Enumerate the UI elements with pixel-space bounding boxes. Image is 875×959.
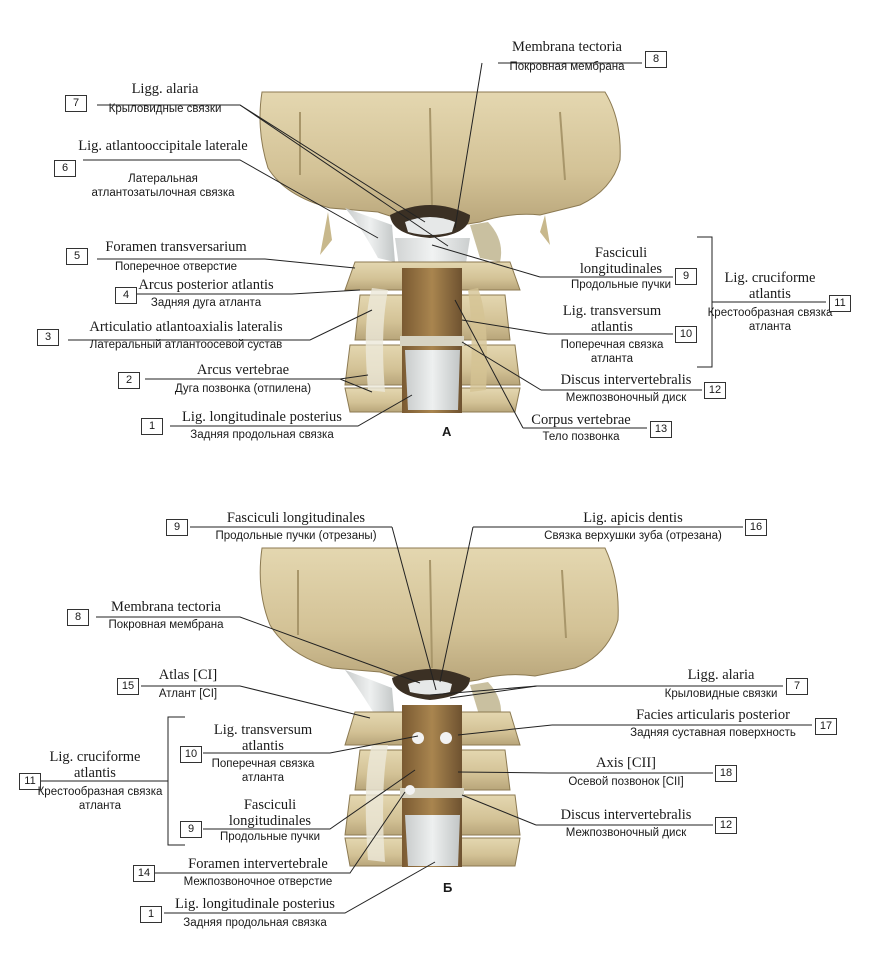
label-ligg-alaria-a-ru: Крыловидные связки [108, 103, 222, 115]
callout-number: 14 [133, 865, 155, 882]
label-membrana-tectoria-a: Membrana tectoria [512, 39, 622, 55]
callout-number: 11 [829, 295, 851, 312]
skull-base-b [259, 547, 619, 700]
label-discus-intervertebralis-a-ru: Межпозвоночный диск [565, 392, 687, 404]
label-foramen-intervertebrale-ru: Межпозвоночное отверстие [183, 876, 333, 888]
label-lig-apicis-dentis-ru: Связка верхушки зуба (отрезана) [544, 530, 722, 542]
label-lig-longitudinale-posterius-b-ru: Задняя продольная связка [183, 917, 327, 929]
callout-number: 18 [715, 765, 737, 782]
label-lig-cruciforme-atlantis-b-ru: Крестообразная связка атланта [37, 786, 163, 812]
panel-letter-b: Б [443, 880, 453, 895]
callout-number: 6 [54, 160, 76, 177]
callout-number: 17 [815, 718, 837, 735]
label-lig-longitudinale-posterius-b: Lig. longitudinale posterius [175, 896, 335, 912]
label-membrana-tectoria-b: Membrana tectoria [111, 599, 221, 615]
label-foramen-intervertebrale: Foramen intervertebrale [188, 856, 328, 872]
leader-lines-b [40, 526, 812, 914]
label-lig-longitudinale-posterius-a: Lig. longitudinale posterius [182, 409, 342, 425]
callout-number: 11 [19, 773, 41, 790]
callout-number: 7 [786, 678, 808, 695]
label-lig-cruciforme-atlantis-b: Lig. cruciforme atlantis [49, 749, 141, 781]
callout-number: 9 [166, 519, 188, 536]
label-arcus-vertebrae-ru: Дуга позвонка (отпилена) [174, 383, 312, 395]
label-foramen-transversarium: Foramen transversarium [105, 239, 247, 255]
callout-number: 8 [67, 609, 89, 626]
label-ligg-alaria-a: Ligg. alaria [131, 81, 199, 97]
callout-number: 2 [118, 372, 140, 389]
label-atlas: Atlas [CI] [158, 667, 218, 683]
label-lig-atlantooccipitale-laterale-ru: Латеральная атлантозатылочная связка [91, 173, 235, 199]
callout-number: 15 [117, 678, 139, 695]
label-lig-cruciforme-atlantis-a: Lig. cruciforme atlantis [724, 270, 816, 302]
label-arcus-posterior-atlantis-ru: Задняя дуга атланта [150, 297, 262, 309]
label-facies-articularis-posterior: Facies articularis posterior [636, 707, 790, 723]
label-fasciculi-longitudinales-a-ru: Продольные пучки [571, 279, 671, 291]
callout-number: 9 [675, 268, 697, 285]
label-corpus-vertebrae-ru: Тело позвонка [542, 431, 620, 443]
callout-number: 1 [140, 906, 162, 923]
callout-number: 3 [37, 329, 59, 346]
label-lig-transversum-atlantis-a: Lig. transversum atlantis [562, 303, 662, 335]
label-lig-longitudinale-posterius-a-ru: Задняя продольная связка [190, 429, 334, 441]
label-fasciculi-longitudinales-b-top: Fasciculi longitudinales [226, 510, 366, 526]
callout-number: 10 [675, 326, 697, 343]
callout-number: 1 [141, 418, 163, 435]
label-lig-transversum-atlantis-b-ru: Поперечная связка атланта [211, 758, 315, 784]
label-fasciculi-longitudinales-a: Fasciculi longitudinales [579, 245, 663, 277]
callout-number: 10 [180, 746, 202, 763]
label-membrana-tectoria-a-ru: Покровная мембрана [509, 61, 625, 73]
panel-letter-a: А [442, 424, 452, 439]
label-fasciculi-longitudinales-b: Fasciculi longitudinales [228, 797, 312, 829]
cervical-spine-b [344, 705, 521, 867]
label-discus-intervertebralis-b: Discus intervertebralis [560, 807, 692, 823]
callout-number: 13 [650, 421, 672, 438]
callout-number: 4 [115, 287, 137, 304]
label-facies-articularis-posterior-ru: Задняя суставная поверхность [630, 727, 796, 739]
callout-number: 16 [745, 519, 767, 536]
label-ligg-alaria-b: Ligg. alaria [687, 667, 755, 683]
label-lig-transversum-atlantis-b: Lig. transversum atlantis [213, 722, 313, 754]
label-articulatio-atlantoaxialis-lateralis-ru: Латеральный атлантоосевой сустав [89, 339, 283, 351]
callout-number: 12 [715, 817, 737, 834]
callout-number: 8 [645, 51, 667, 68]
label-fasciculi-longitudinales-b-ru: Продольные пучки [220, 831, 320, 843]
skull-base-a [259, 91, 621, 255]
label-discus-intervertebralis-a: Discus intervertebralis [560, 372, 692, 388]
label-fasciculi-longitudinales-b-top-ru: Продольные пучки (отрезаны) [215, 530, 377, 542]
callout-number: 12 [704, 382, 726, 399]
label-atlas-ru: Атлант [CI] [158, 688, 218, 700]
label-arcus-posterior-atlantis: Arcus posterior atlantis [138, 277, 274, 293]
label-lig-transversum-atlantis-a-ru: Поперечная связка атланта [560, 339, 664, 365]
label-arcus-vertebrae: Arcus vertebrae [196, 362, 290, 378]
callout-number: 5 [66, 248, 88, 265]
callout-number: 9 [180, 821, 202, 838]
label-axis-ru: Осевой позвонок [CII] [568, 776, 684, 788]
label-axis: Axis [CII] [595, 755, 657, 771]
label-lig-apicis-dentis: Lig. apicis dentis [583, 510, 683, 526]
label-membrana-tectoria-b-ru: Покровная мембрана [108, 619, 224, 631]
callout-number: 7 [65, 95, 87, 112]
label-articulatio-atlantoaxialis-lateralis: Articulatio atlantoaxialis lateralis [89, 319, 283, 335]
label-lig-atlantooccipitale-laterale: Lig. atlantooccipitale laterale [78, 138, 248, 154]
label-lig-cruciforme-atlantis-a-ru: Крестообразная связка атланта [707, 307, 833, 333]
cervical-spine-a [344, 261, 521, 413]
label-foramen-transversarium-ru: Поперечное отверстие [114, 261, 238, 273]
label-ligg-alaria-b-ru: Крыловидные связки [664, 688, 778, 700]
leader-lines-a [68, 62, 826, 429]
label-corpus-vertebrae: Corpus vertebrae [531, 412, 631, 428]
label-discus-intervertebralis-b-ru: Межпозвоночный диск [565, 827, 687, 839]
